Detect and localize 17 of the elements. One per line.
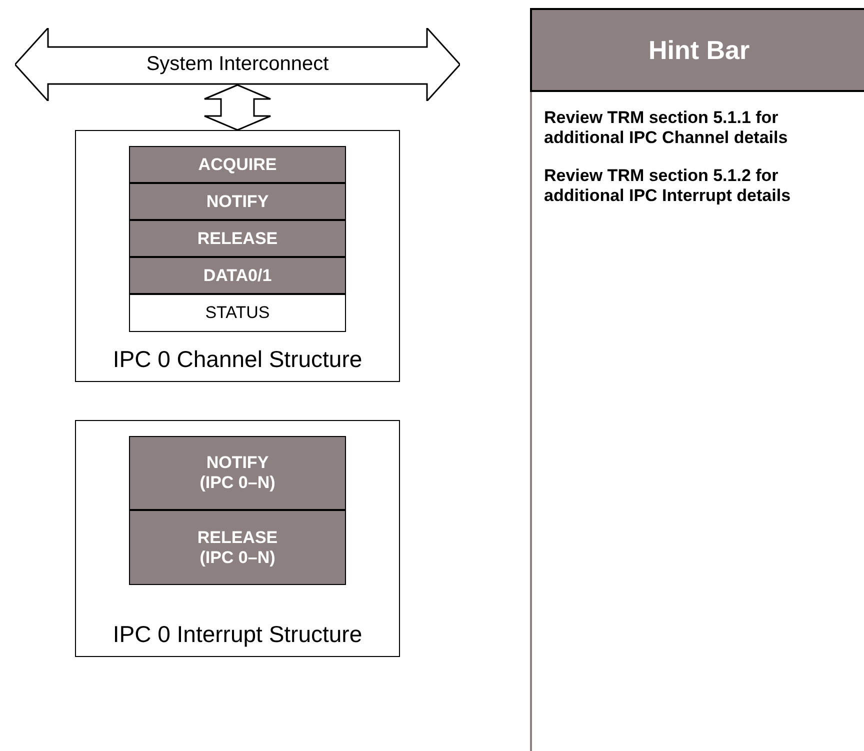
register-row: NOTIFY <box>129 183 346 220</box>
bus-label: System Interconnect <box>146 52 329 76</box>
hint-panel <box>530 8 864 751</box>
structure-label: IPC 0 Interrupt Structure <box>112 620 362 648</box>
structure-label: IPC 0 Channel Structure <box>112 345 362 373</box>
hint-text: Review TRM section 5.1.2 for additional IPC Interrupt details <box>544 166 792 206</box>
register-row: ACQUIRE <box>129 146 346 183</box>
register-row: RELEASE <box>129 220 346 257</box>
hint-text: Review TRM section 5.1.1 for additional IPC Channel details <box>544 108 789 148</box>
double-arrow <box>204 84 272 131</box>
hint-header: Hint Bar <box>530 8 864 92</box>
structure-box <box>75 420 400 657</box>
register-row: RELEASE (IPC 0–N) <box>129 510 346 585</box>
structure-box <box>75 130 400 382</box>
status-row: STATUS <box>129 294 346 332</box>
register-row: NOTIFY (IPC 0–N) <box>129 436 346 510</box>
register-row: DATA0/1 <box>129 257 346 294</box>
